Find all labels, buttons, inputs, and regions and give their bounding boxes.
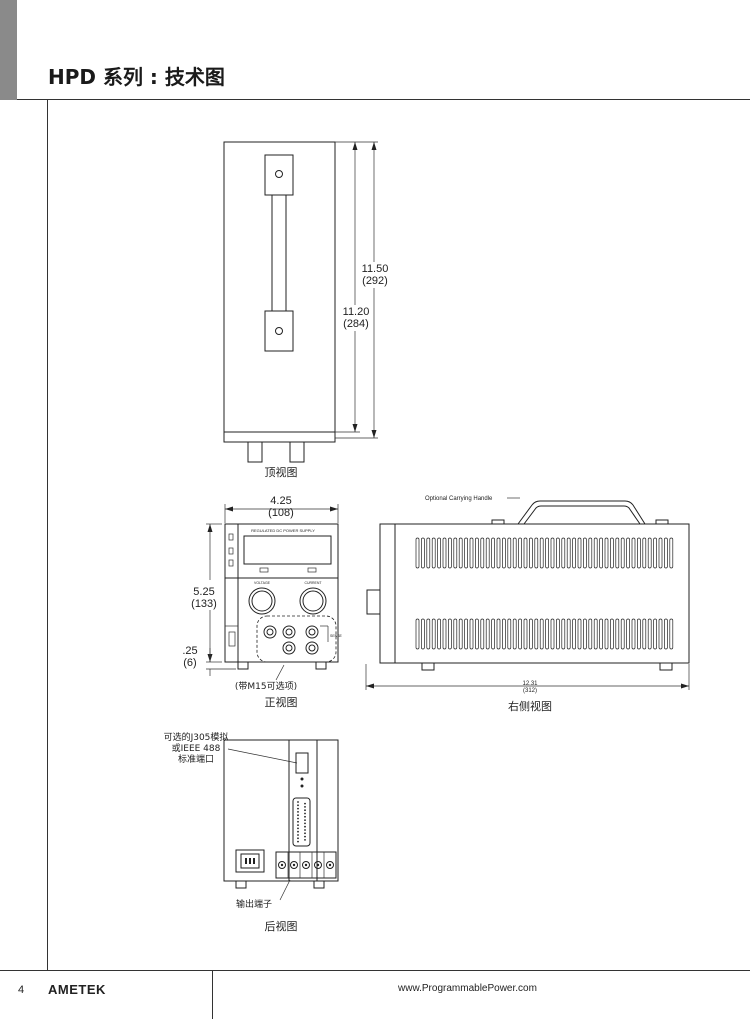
side-vents-lower (415, 618, 674, 650)
footer-vertical-divider (212, 971, 213, 1019)
handle-label: Optional Carrying Handle (425, 496, 493, 502)
port-note-line-3: 标准端口 (178, 753, 214, 765)
rear-db-connector (292, 797, 311, 847)
current-knob (299, 587, 327, 615)
top-handle-bar (271, 194, 287, 312)
side-front-knob (366, 589, 381, 615)
terminal-note: 输出端子 (236, 898, 272, 910)
rear-view: 可选的J305模拟 或IEEE 488 标准端口 (164, 731, 339, 933)
technical-drawing: 11.50 (292) 11.20 (284) 顶视图 4.25 (108) R… (164, 141, 690, 933)
knob-left-label: VOLTAGE (254, 581, 271, 585)
page-number: 4 (18, 984, 25, 996)
front-panel-label: REGULATED DC POWER SUPPLY (251, 528, 315, 533)
top-dim-outer: 11.50 (362, 263, 389, 275)
side-view-caption: 右侧视图 (508, 699, 552, 713)
side-dim-length: 12.31 (522, 681, 538, 687)
m15-option-outline (256, 615, 337, 663)
top-dim-outer-mm: (292) (362, 275, 388, 287)
brand-logo: AMETEK (48, 982, 106, 997)
header-accent-bar (0, 0, 17, 100)
port-note-line-1: 可选的J305模拟 (164, 731, 229, 743)
front-dim-width: 4.25 (270, 495, 291, 507)
front-dim-height-mm: (133) (191, 598, 217, 610)
front-m15-note: (带M15可选项) (235, 680, 297, 692)
header-divider (17, 99, 750, 100)
output-terminal-block (275, 851, 337, 879)
front-dim-height: 5.25 (193, 586, 214, 598)
top-view: 11.50 (292) 11.20 (284) 顶视图 (223, 141, 389, 479)
top-dim-inner: 11.20 (343, 306, 370, 318)
top-handle-bracket-upper (264, 154, 294, 196)
port-note-line-2: 或IEEE 488 (172, 742, 221, 754)
side-dim-length-mm: (312) (523, 688, 537, 694)
top-view-caption: 顶视图 (265, 465, 298, 479)
front-view: 4.25 (108) REGULATED DC POWER SUPPLY VOL… (182, 495, 342, 709)
knob-right-label: CURRENT (304, 581, 322, 585)
rear-view-caption: 后视图 (265, 919, 298, 933)
page-title: HPD 系列 : 技术图 (48, 65, 225, 89)
ac-power-inlet (235, 849, 265, 873)
footer-divider (0, 970, 750, 971)
front-dim-foot-mm: (6) (183, 657, 196, 669)
front-view-caption: 正视图 (265, 695, 298, 709)
front-display (243, 535, 332, 565)
voltage-knob (248, 587, 276, 615)
sense-label: SENSE (330, 634, 343, 638)
website-link[interactable]: www.ProgrammablePower.com (398, 983, 537, 994)
side-vents-upper (415, 537, 674, 569)
side-view: Optional Carrying Handle 12.31 (312) 右侧视… (365, 496, 690, 713)
front-dim-width-mm: (108) (268, 507, 294, 519)
carrying-handle (517, 500, 646, 525)
left-margin-rule (47, 100, 48, 970)
top-dim-inner-mm: (284) (343, 318, 369, 330)
front-dim-foot: .25 (182, 645, 197, 657)
top-handle-bracket-lower (264, 310, 294, 352)
front-view-body (224, 523, 339, 663)
rear-option-port (295, 752, 309, 774)
top-view-body (223, 141, 336, 443)
